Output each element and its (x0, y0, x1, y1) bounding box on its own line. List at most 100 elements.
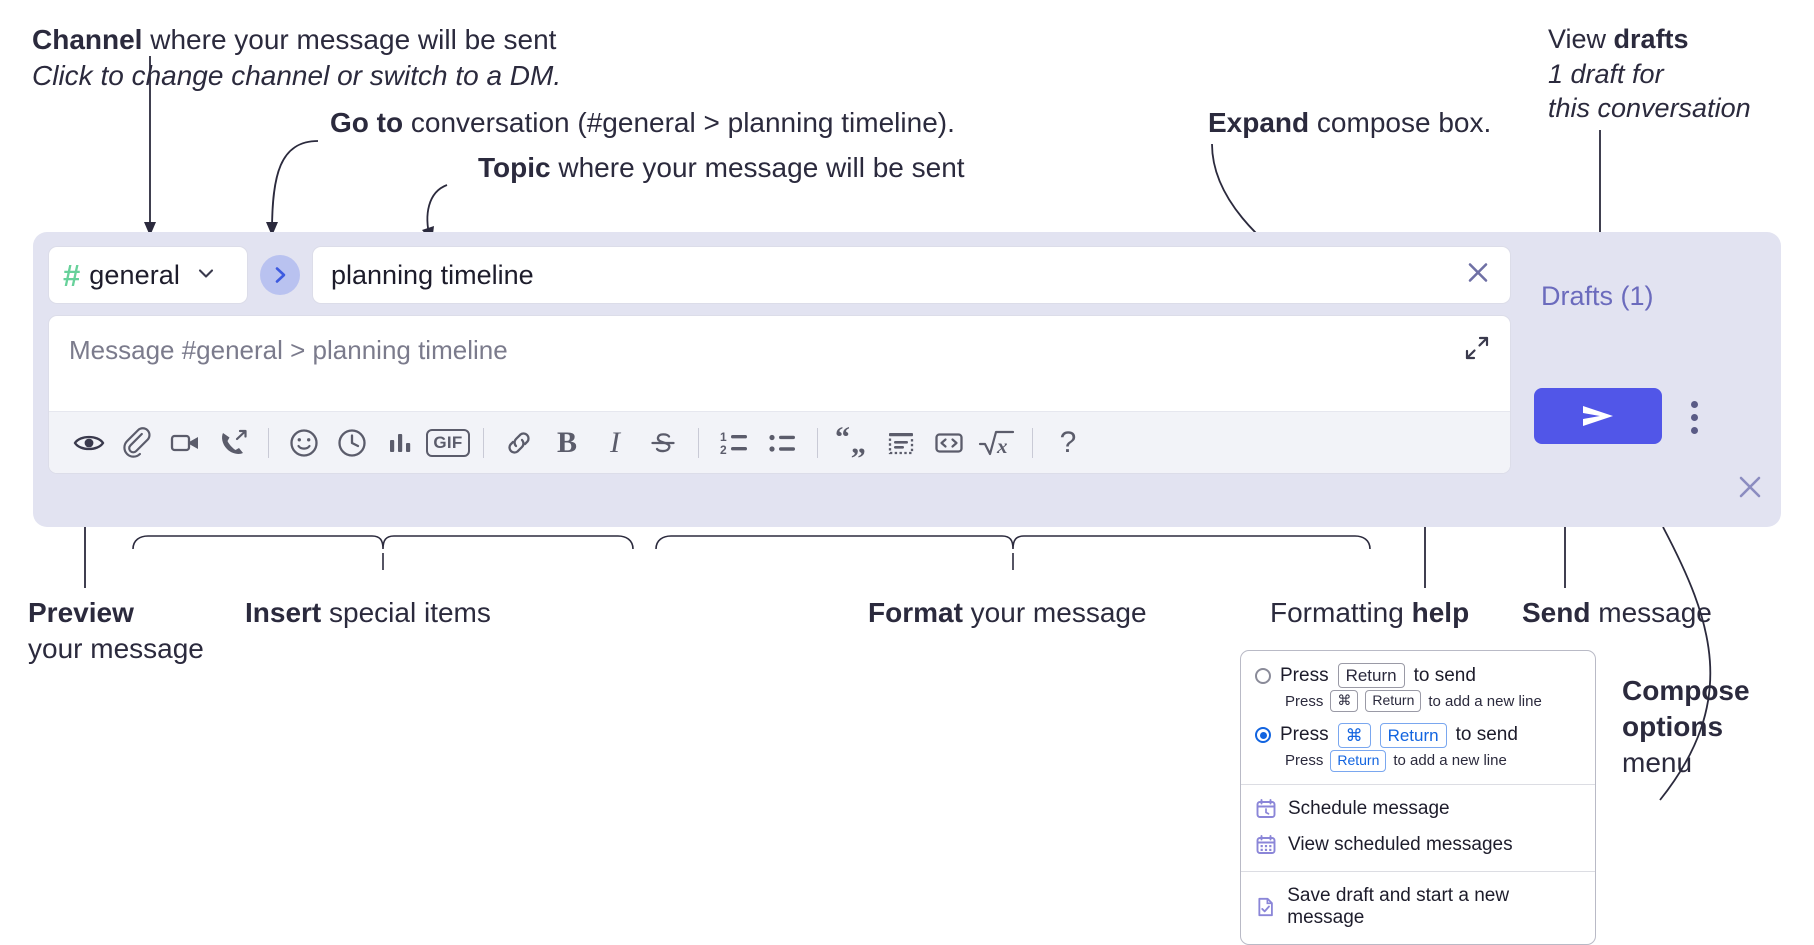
message-input-container: Message #general > planning timeline (48, 315, 1511, 474)
message-input[interactable]: Message #general > planning timeline (49, 316, 1510, 411)
video-button[interactable] (161, 419, 209, 467)
option-prefix: Press (1280, 724, 1329, 746)
annotation-expand-rest: compose box. (1309, 107, 1492, 138)
topic-value: planning timeline (331, 259, 534, 290)
strikethrough-button[interactable] (639, 419, 687, 467)
code-block-button[interactable] (877, 419, 925, 467)
toolbar-separator (817, 427, 818, 458)
send-button[interactable] (1534, 388, 1662, 444)
annotation-expand: Expand compose box. (1208, 105, 1491, 141)
compose-header-row: # general planning timeline (48, 246, 1511, 304)
link-button[interactable] (495, 419, 543, 467)
annotation-drafts-italic-1: 1 draft for (1548, 58, 1664, 89)
italic-label: I (610, 425, 620, 459)
calendar-clock-icon (1256, 798, 1276, 818)
annotation-topic-rest: where your message will be sent (550, 152, 965, 183)
formatting-help-button[interactable]: ? (1044, 419, 1092, 467)
annotation-channel-bold: Channel (32, 24, 143, 55)
toolbar-separator (483, 427, 484, 458)
goto-conversation-button[interactable] (260, 255, 300, 295)
drafts-link[interactable]: Drafts (1) (1541, 281, 1654, 311)
annotation-send-bold: Send (1522, 597, 1591, 628)
annotation-compose-options-bold-1: Compose (1622, 675, 1750, 706)
annotation-send: Send message (1522, 595, 1712, 631)
radio-selected-icon[interactable] (1255, 727, 1271, 744)
svg-text:2: 2 (720, 443, 727, 457)
math-button[interactable]: x (973, 419, 1021, 467)
option-sub-suffix: to add a new line (1393, 752, 1507, 770)
toolbar-separator (1032, 427, 1033, 458)
option-sub-prefix: Press (1285, 692, 1324, 710)
channel-selector[interactable]: # general (48, 246, 248, 304)
video-icon (170, 434, 198, 451)
close-icon (1739, 476, 1761, 498)
emoji-button[interactable] (280, 419, 328, 467)
menu-group-draft: Save draft and start a new message (1241, 872, 1595, 944)
blockquote-button[interactable]: “ „ (829, 419, 877, 467)
annotation-drafts-bold: drafts (1613, 24, 1689, 54)
topic-clear-button[interactable] (1462, 257, 1494, 294)
compose-options-button[interactable] (1681, 390, 1707, 444)
menu-item-save-draft[interactable]: Save draft and start a new message (1241, 878, 1595, 936)
huddle-button[interactable] (209, 419, 257, 467)
preview-button[interactable] (65, 419, 113, 467)
hash-icon: # (63, 257, 81, 293)
code-icon (935, 432, 963, 453)
topic-input[interactable]: planning timeline (312, 246, 1511, 304)
reminder-button[interactable] (328, 419, 376, 467)
math-icon: x (978, 430, 1015, 458)
svg-text:„: „ (851, 427, 866, 460)
gif-button[interactable]: GIF (424, 419, 472, 467)
radio-unselected-icon[interactable] (1255, 667, 1271, 684)
annotation-format: Format your message (868, 595, 1147, 631)
bulleted-list-button[interactable] (758, 419, 806, 467)
bold-button[interactable]: B (543, 419, 591, 467)
kebab-dot (1690, 400, 1698, 408)
paperclip-icon (123, 426, 151, 458)
bulleted-list-icon (769, 434, 795, 452)
send-option-cmd-return[interactable]: Press ⌘ Return to send Press Return to a… (1255, 722, 1581, 772)
code-block-icon (888, 432, 914, 454)
smiley-icon (290, 428, 318, 457)
annotation-formatting-help: Formatting help (1270, 595, 1469, 631)
toolbar-separator (268, 427, 269, 458)
expand-icon (1465, 336, 1489, 360)
annotation-formatting-help-bold: help (1411, 597, 1470, 628)
option-sub-prefix: Press (1285, 752, 1324, 770)
annotation-drafts: View drafts 1 draft for this conversatio… (1548, 22, 1751, 126)
key-return: Return (1330, 750, 1387, 772)
annotation-format-bold: Format (868, 597, 963, 628)
menu-group-schedule: Schedule message View scheduled messages (1241, 785, 1595, 871)
annotation-format-rest: your message (962, 597, 1147, 628)
menu-item-schedule-message[interactable]: Schedule message (1241, 791, 1595, 827)
annotation-drafts-lead: View (1548, 24, 1614, 54)
expand-compose-button[interactable] (1462, 333, 1492, 368)
inline-code-button[interactable] (925, 419, 973, 467)
chevron-right-icon (275, 267, 286, 283)
italic-button[interactable]: I (591, 419, 639, 467)
message-placeholder: Message #general > planning timeline (69, 335, 508, 365)
send-option-return[interactable]: Press Return to send Press ⌘ Return to a… (1255, 663, 1581, 712)
annotation-preview-bold: Preview (28, 597, 134, 628)
compose-close-button[interactable] (1733, 470, 1767, 509)
chevron-down-icon (195, 262, 217, 289)
ordered-list-button[interactable]: 1 2 (710, 419, 758, 467)
annotation-expand-bold: Expand (1208, 107, 1310, 138)
menu-item-view-scheduled[interactable]: View scheduled messages (1241, 827, 1595, 863)
attachment-button[interactable] (113, 419, 161, 467)
annotation-topic-bold: Topic (478, 152, 551, 183)
annotation-topic: Topic where your message will be sent (478, 150, 965, 186)
annotation-insert-rest: special items (321, 597, 491, 628)
poll-button[interactable] (376, 419, 424, 467)
send-paper-plane-icon (1583, 406, 1613, 426)
compose-options-menu: Press Return to send Press ⌘ Return to a… (1240, 650, 1596, 945)
kebab-dot (1690, 413, 1698, 421)
annotation-channel-rest: where your message will be sent (142, 24, 557, 55)
toolbar-separator (698, 427, 699, 458)
option-prefix: Press (1280, 664, 1329, 686)
key-command: ⌘ (1330, 690, 1359, 712)
annotation-insert: Insert special items (245, 595, 491, 631)
annotation-channel: Channel where your message will be sent … (32, 22, 561, 94)
menu-divider (1241, 783, 1595, 785)
phone-icon (222, 429, 247, 454)
